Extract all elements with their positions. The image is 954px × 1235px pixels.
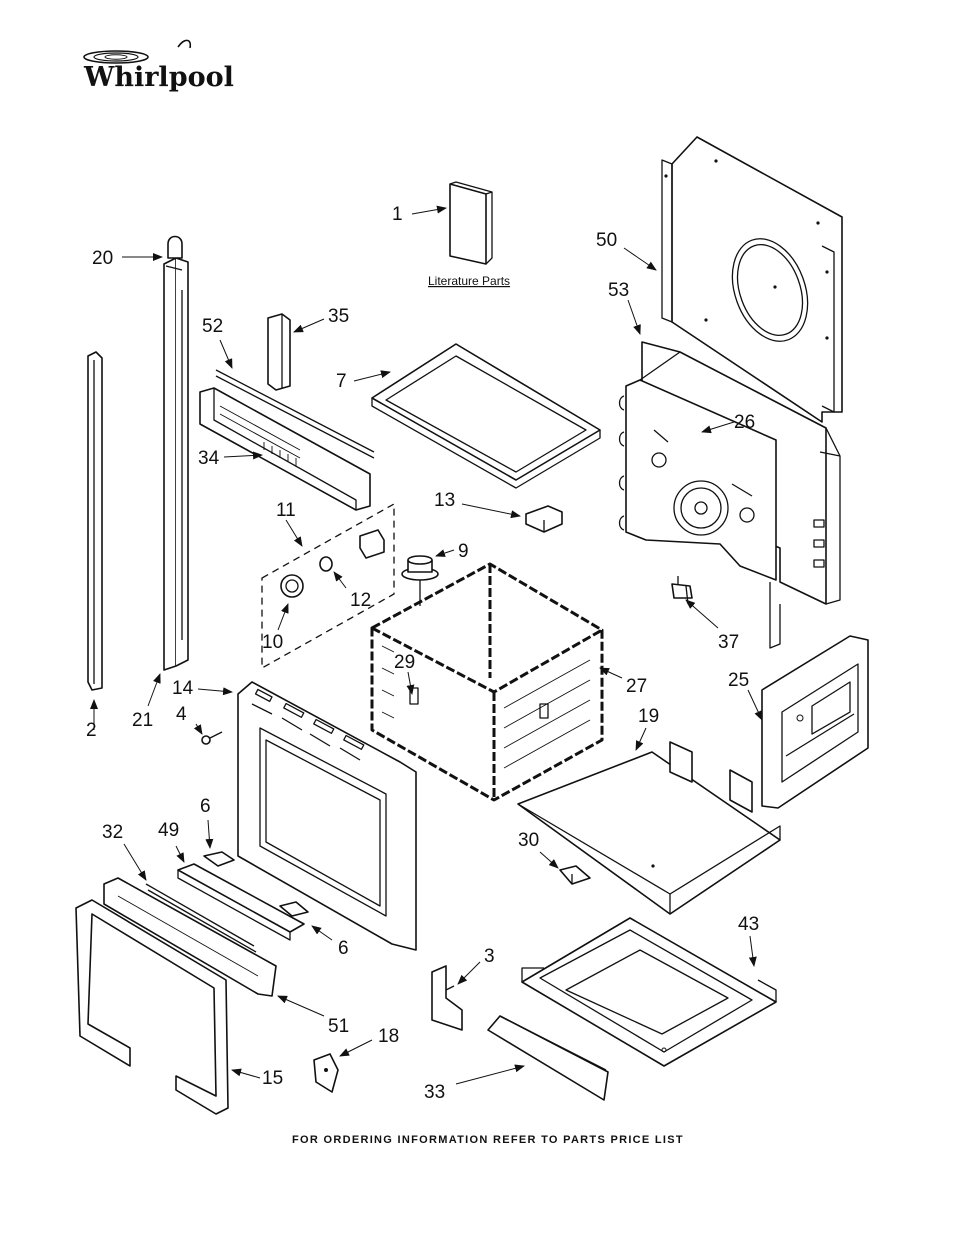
part-51-door-trim xyxy=(103,877,277,997)
callout-13: 13 xyxy=(434,490,455,511)
part-2-trim-strip xyxy=(87,351,103,691)
callout-19: 19 xyxy=(638,706,659,727)
part-43-tray xyxy=(521,917,777,1067)
callout-51: 51 xyxy=(328,1016,349,1037)
part-26-53-convection-assembly xyxy=(618,341,841,649)
callout-53: 53 xyxy=(608,280,629,301)
callout-49: 49 xyxy=(158,820,179,841)
callout-32: 32 xyxy=(102,822,123,843)
part-25-side-panel xyxy=(761,635,869,809)
part-7-window-glass xyxy=(371,343,601,489)
callout-26: 26 xyxy=(734,412,755,433)
callout-11: 11 xyxy=(276,500,296,521)
part-3-bracket xyxy=(431,965,463,1031)
brand-wordmark: Whirlpool xyxy=(83,62,234,93)
part-37-bracket xyxy=(671,576,693,605)
callout-4: 4 xyxy=(176,704,187,725)
callout-20: 20 xyxy=(92,248,113,269)
callout-34: 34 xyxy=(198,448,220,469)
part-27-oven-cavity xyxy=(370,562,604,802)
part-9-motor xyxy=(401,555,439,606)
callout-18: 18 xyxy=(378,1026,399,1047)
callout-21: 21 xyxy=(132,710,153,731)
callout-7: 7 xyxy=(336,371,347,392)
callout-14: 14 xyxy=(172,678,194,699)
callout-3: 3 xyxy=(484,946,495,967)
callout-27: 27 xyxy=(626,676,647,697)
callout-15: 15 xyxy=(262,1068,283,1089)
callout-35: 35 xyxy=(328,306,349,327)
callout-33: 33 xyxy=(424,1082,445,1103)
callout-29: 29 xyxy=(394,652,415,673)
part-33-rail xyxy=(487,1015,609,1101)
part-49-deflector xyxy=(177,863,305,941)
callout-labels: 1 2 3 4 6 6 7 9 10 11 12 13 14 15 18 19 … xyxy=(86,204,759,1103)
callout-1: 1 xyxy=(392,204,403,225)
callout-52: 52 xyxy=(202,316,223,337)
part-19-bottom-plate xyxy=(517,741,781,915)
part-15-door-gasket xyxy=(75,899,229,1115)
ordering-footer-note: FOR ORDERING INFORMATION REFER TO PARTS … xyxy=(292,1134,684,1146)
callout-12: 12 xyxy=(350,590,371,611)
callout-2: 2 xyxy=(86,720,97,741)
part-21-side-trim xyxy=(163,257,189,671)
callout-37: 37 xyxy=(718,632,739,653)
part-34-vent-panel xyxy=(199,387,371,511)
callout-30: 30 xyxy=(518,830,539,851)
callout-leaders xyxy=(90,205,763,1085)
part-6-spacer xyxy=(203,851,309,917)
callout-9: 9 xyxy=(458,541,469,562)
part-14-front-frame xyxy=(237,681,417,951)
part-1-literature xyxy=(449,181,493,265)
part-52-strip xyxy=(215,369,375,459)
callout-10: 10 xyxy=(262,632,283,653)
part-18-bracket xyxy=(313,1053,339,1093)
part-35-vent xyxy=(267,313,291,391)
callout-25: 25 xyxy=(728,670,749,691)
callout-6-upper: 6 xyxy=(200,796,211,817)
part-30-clip xyxy=(559,865,591,885)
callout-50: 50 xyxy=(596,230,617,251)
callout-6-lower: 6 xyxy=(338,938,349,959)
whirlpool-logo: Whirlpool xyxy=(83,39,234,93)
part-13-bracket xyxy=(525,505,563,533)
part-20-cap xyxy=(167,235,183,259)
part-11-lamp-assembly xyxy=(261,502,395,670)
part-4-screw xyxy=(201,731,223,745)
part-32-vent-strip xyxy=(145,883,257,953)
literature-parts-caption: Literature Parts xyxy=(428,274,510,288)
part-50-rear-panel xyxy=(661,136,843,423)
callout-43: 43 xyxy=(738,914,759,935)
